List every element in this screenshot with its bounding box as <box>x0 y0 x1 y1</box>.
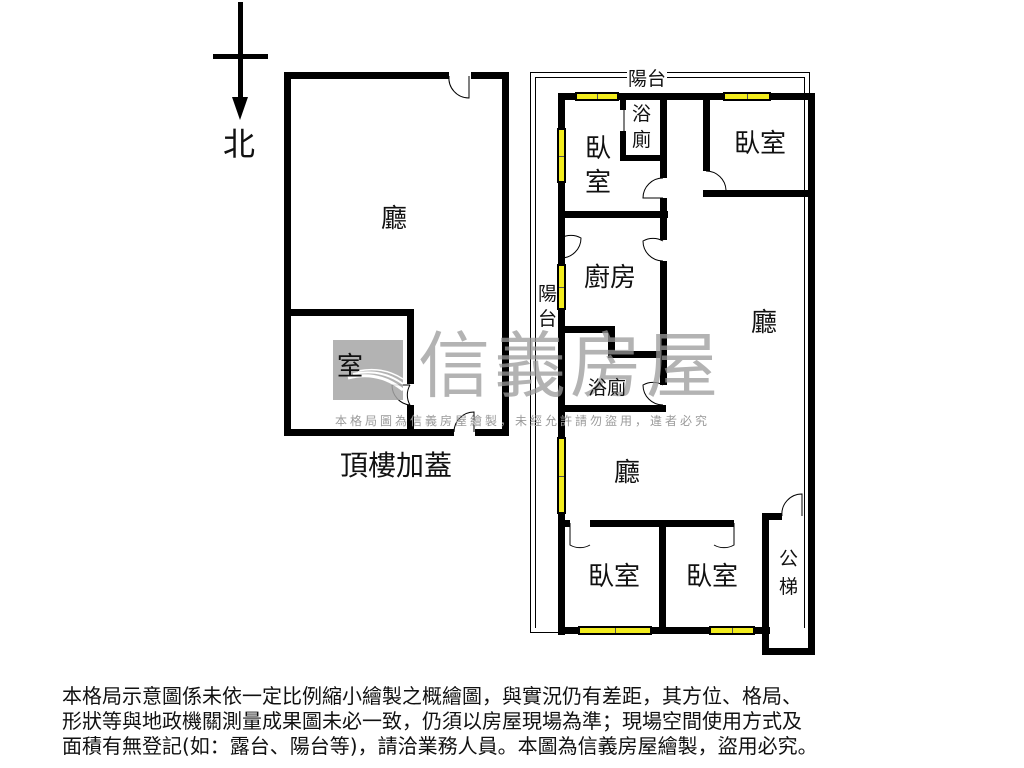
watermark-brand: 信義房屋 <box>418 324 723 408</box>
wall <box>558 258 565 266</box>
compass-shaft <box>238 2 243 102</box>
notice-line: 本格局示意圖係未依一定比例縮小繪製之概繪圖，與實況仍有差距，其方位、格局、 <box>62 684 802 708</box>
wall <box>659 520 666 632</box>
window <box>557 437 566 514</box>
wall <box>558 211 668 218</box>
wall <box>620 155 666 161</box>
wall <box>407 405 414 436</box>
wall <box>608 326 615 357</box>
wall <box>762 513 769 655</box>
wall <box>558 330 565 366</box>
balcony-label-top: 陽台 <box>627 68 668 90</box>
wall <box>502 72 509 436</box>
window <box>575 92 619 101</box>
wall <box>407 309 414 384</box>
balcony-outline-inner <box>535 77 805 628</box>
room-label-bath-mid: 浴廁 <box>588 377 627 399</box>
wall <box>660 93 667 178</box>
balcony-outline-bottom <box>530 632 572 633</box>
wall <box>808 93 815 655</box>
wall <box>284 72 291 436</box>
wall <box>762 648 815 655</box>
wall <box>558 326 614 333</box>
wall <box>762 513 782 520</box>
room-label-bedroom-nw-bottom: 室 <box>585 168 612 198</box>
room-label-stairs-bottom: 梯 <box>779 576 799 598</box>
notice-line: 面積有無登記(如：露台、陽台等)，請洽業務人員。本圖為信義房屋繪製，盜用必究。 <box>62 734 818 758</box>
room-label-bedroom-nw-top: 臥 <box>585 134 612 164</box>
disclaimer-notice: 本格局示意圖係未依一定比例縮小繪製之概繪圖，與實況仍有差距，其方位、格局、 形狀… <box>62 684 962 759</box>
compass-north-label: 北 <box>223 125 256 163</box>
wall <box>660 198 667 240</box>
room-label-bedroom-s: 臥室 <box>686 562 739 592</box>
wall <box>475 429 509 436</box>
wall <box>558 93 815 100</box>
room-label-bath-north-top: 浴 <box>632 103 652 125</box>
wall <box>620 93 626 110</box>
window <box>723 92 771 101</box>
room-label-kitchen: 廚房 <box>584 263 637 293</box>
wall <box>620 131 626 161</box>
room-label-living-south: 廳 <box>614 458 641 488</box>
wall <box>558 520 570 527</box>
compass-crossbar <box>213 54 268 59</box>
window <box>578 626 652 635</box>
room-label-bedroom-sw: 臥室 <box>588 562 641 592</box>
room-label-bath-north-bottom: 廁 <box>632 129 652 151</box>
room-label-stairs-top: 公 <box>779 548 799 570</box>
notice-line: 形狀等與地政機關測量成果圖未必一致，仍須以房屋現場為準；現場空間使用方式及 <box>62 709 802 733</box>
balcony-label-side-top: 陽 <box>538 283 558 305</box>
wall <box>558 200 565 238</box>
wall <box>558 405 666 412</box>
room-label-bedroom-ne: 臥室 <box>734 129 787 159</box>
wall <box>660 261 667 385</box>
bath-window <box>560 368 564 394</box>
wall <box>284 429 454 436</box>
watermark-subtext: 本格局圖為信義房屋繪製，未經允許請勿盜用，違者必究 <box>335 414 711 428</box>
wall <box>284 72 449 79</box>
room-label-living-east: 廳 <box>751 308 778 338</box>
room-label-rooftop-room: 室 <box>337 352 364 382</box>
brand-logo-icon <box>333 340 403 400</box>
window <box>557 264 566 310</box>
window <box>557 128 566 183</box>
room-label-rooftop-living: 廳 <box>381 204 408 234</box>
wall <box>284 309 414 316</box>
wall <box>608 351 666 358</box>
wall <box>703 190 813 197</box>
window <box>709 626 755 635</box>
wall <box>703 93 710 171</box>
wall <box>471 72 509 79</box>
balcony-label-side-bottom: 台 <box>538 308 558 330</box>
rooftop-caption: 頂樓加蓋 <box>340 449 453 482</box>
